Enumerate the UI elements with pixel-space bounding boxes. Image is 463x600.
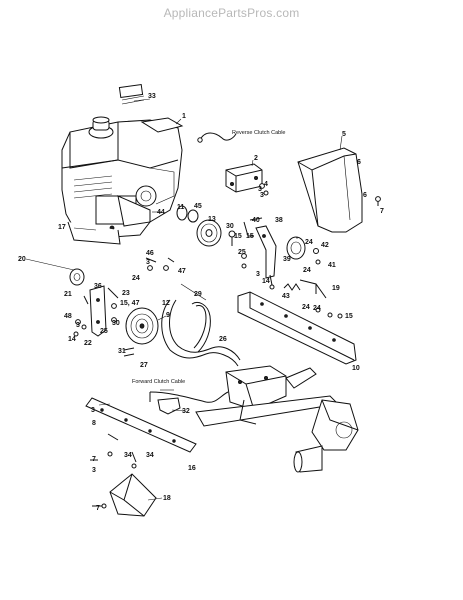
part-number: 18	[163, 495, 171, 502]
part-number: 12	[162, 300, 170, 307]
part-number: 47	[178, 268, 186, 275]
part-number: 33	[148, 93, 156, 100]
part-number: 3	[76, 322, 80, 329]
part-number: 16	[188, 465, 196, 472]
part-number: 13	[208, 216, 216, 223]
part-number: 17	[58, 224, 66, 231]
part-number: 36	[94, 283, 102, 290]
part-number: 3	[256, 271, 260, 278]
part-number: 27	[140, 362, 148, 369]
part-number: 48	[64, 313, 72, 320]
part-number: 7	[92, 456, 96, 463]
part-number: 29	[194, 291, 202, 298]
part-number: 10	[352, 365, 360, 372]
callouts: Reverse Clutch Cable Forward Clutch Cabl…	[132, 130, 286, 385]
part-number: 26	[219, 336, 227, 343]
part-number: 6	[357, 159, 361, 166]
part-number: 25	[100, 328, 108, 335]
part-number: 11	[177, 204, 185, 211]
lower-linkage	[73, 257, 175, 337]
part-number: 40	[252, 217, 260, 224]
part-number: 3	[91, 407, 95, 414]
part-number: 7	[380, 208, 384, 215]
idler-bracket	[241, 217, 327, 299]
part-number: 39	[283, 256, 291, 263]
part-number: 14	[68, 336, 76, 343]
reverse-clutch-cable-label: Reverse Clutch Cable	[232, 130, 286, 136]
forward-clutch-cable-label: Forward Clutch Cable	[132, 379, 185, 385]
part-number: 44	[157, 209, 165, 216]
part-number: 22	[84, 340, 92, 347]
part-number: 30	[112, 320, 120, 327]
part-number: 42	[321, 242, 329, 249]
part-number: 24	[313, 305, 321, 312]
part-number: 3	[260, 192, 264, 199]
part-number: 43	[282, 293, 290, 300]
part-number: 3	[258, 186, 262, 193]
part-number: 23	[122, 290, 130, 297]
part-number: 9	[166, 312, 170, 319]
part-number: 25	[238, 249, 246, 256]
part-number: 3	[92, 467, 96, 474]
part-number: 32	[182, 408, 190, 415]
part-number: 14	[262, 278, 270, 285]
part-number: 6	[363, 192, 367, 199]
part-number: 5	[342, 131, 346, 138]
part-number: 24	[305, 239, 313, 246]
part-number: 38	[275, 217, 283, 224]
watermark-text: AppliancePartsPros.com	[163, 6, 300, 20]
part-number: 15	[345, 313, 353, 320]
part-number: 34	[124, 452, 132, 459]
part-number: 1	[182, 113, 186, 120]
main-pulley-and-belts	[123, 299, 241, 367]
part-number: 41	[328, 262, 336, 269]
part-number-labels: 33 1 2 3 5 6 6 7 4 17 44 11 45 13 30 15 …	[18, 93, 384, 512]
part-number: 46	[146, 250, 154, 257]
part-number: 34	[146, 452, 154, 459]
part-number: 21	[64, 291, 72, 298]
part-number: 20	[18, 256, 26, 263]
pulley-group-upper	[69, 205, 321, 286]
frame-rail	[237, 291, 357, 365]
part-number: 19	[332, 285, 340, 292]
part-number: 2	[254, 155, 258, 162]
part-number: 4	[264, 181, 268, 188]
engine-assembly	[61, 83, 184, 245]
part-number: 30	[226, 223, 234, 230]
part-number: 24	[303, 267, 311, 274]
part-number: 15	[246, 233, 254, 240]
part-number: 45	[194, 203, 202, 210]
part-number: 7	[96, 505, 100, 512]
part-number: 24	[132, 275, 140, 282]
leader-lines	[25, 98, 343, 501]
part-number: 31	[118, 348, 126, 355]
belt-cover	[297, 147, 381, 233]
part-number: 24	[302, 304, 310, 311]
transmission-axle	[195, 365, 359, 473]
part-number: 8	[92, 420, 96, 427]
part-number: 15	[234, 233, 242, 240]
part-number: 15, 47	[120, 300, 140, 307]
lower-shield-group	[85, 391, 229, 517]
part-number: 3	[146, 259, 150, 266]
reverse-clutch-cable-assembly	[197, 132, 269, 196]
